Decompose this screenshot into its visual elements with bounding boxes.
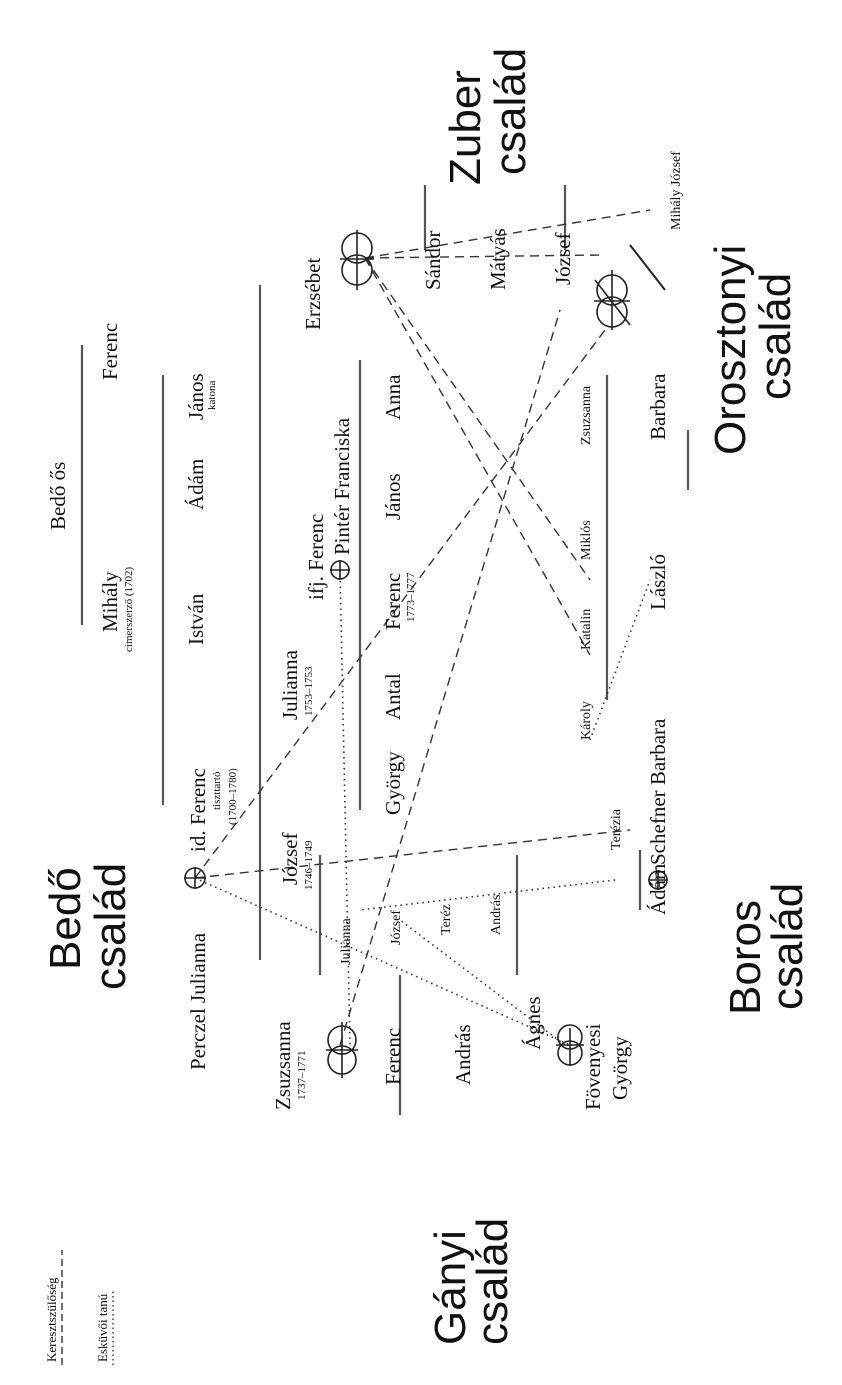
family-boros-word: család <box>763 883 812 1010</box>
name-andras-ganyi-small: András <box>489 895 504 935</box>
name-ferenc-1773: Ferenc <box>381 573 405 630</box>
name-schefner-barbara: Schefner Barbara <box>646 718 670 865</box>
link-zsuzsanna-orosztonyi <box>339 309 561 1046</box>
name-gyorgy-fovenyesi: György <box>608 1036 632 1100</box>
name-julianna-bedo-years: 1753–1753 <box>303 666 315 716</box>
sibling-bars <box>80 185 690 1115</box>
name-antal: Antal <box>381 673 405 720</box>
people: Bedő ős Mihály címerszerző (1702) Ferenc… <box>46 151 684 1110</box>
link-idferenc-zsuzsanna-or <box>194 329 606 879</box>
link-erzsebet-jozsef <box>364 254 601 259</box>
family-labels: Bedő család Gányi család Boros család Zu… <box>41 48 812 1345</box>
name-janos-bedo: János <box>381 473 405 520</box>
name-julianna-bedo: Julianna <box>278 649 302 720</box>
name-ifj-ferenc: ifj. Ferenc <box>304 514 328 600</box>
name-jozsef-bedo: József <box>278 833 302 885</box>
marriage-symbol-zsuzsanna-ferenc <box>326 1022 358 1078</box>
link-adam-boros <box>359 879 616 911</box>
name-perczel-julianna: Perczel Julianna <box>186 932 210 1070</box>
link-erzsebet-katalin <box>364 257 591 581</box>
name-janos-katona-role: katona <box>206 381 218 410</box>
family-boros-name: Boros <box>721 900 770 1015</box>
name-agnes: Ágnes <box>521 996 545 1050</box>
link-idferenc-terezia <box>194 829 631 879</box>
link-karoly-laszlo <box>589 579 651 741</box>
name-id-ferenc: id. Ferenc <box>186 768 210 852</box>
name-mihaly: Mihály <box>98 571 122 632</box>
name-id-ferenc-role: tiszttartó <box>211 771 223 810</box>
family-orosztonyi-word: család <box>751 273 800 400</box>
name-ferenc-ganyi: Ferenc <box>381 1028 405 1085</box>
marriage-symbol-ifjferenc-pinter <box>330 560 350 580</box>
family-zuber-word: család <box>486 48 535 175</box>
legend: Keresztszülőség Esküvői tanú <box>44 1250 114 1365</box>
name-terezia: Terézia <box>609 808 624 850</box>
name-sandor: Sándor <box>421 231 445 291</box>
legend-witness-label: Esküvői tanú <box>95 1293 110 1362</box>
name-matyas: Mátyás <box>486 228 510 290</box>
name-zsuzsanna: Zsuzsanna <box>271 1021 295 1110</box>
name-fovenyesi: Fövenyesi <box>581 1024 605 1110</box>
link-idferenc-fovenyesi <box>194 877 571 1046</box>
link-erzsebet-mihaly-jozsef <box>364 209 651 259</box>
name-erzsebet: Erzsébet <box>301 258 325 330</box>
name-laszlo: László <box>646 554 670 610</box>
family-bedo-name: Bedő <box>41 867 90 970</box>
witness-links <box>194 569 651 1046</box>
name-jozsef-zuber: József <box>551 233 575 285</box>
marriage-symbols <box>184 230 668 1078</box>
name-mihaly-jozsef: Mihály József <box>669 151 684 230</box>
family-zuber-name: Zuber <box>441 70 490 185</box>
name-terez: Teréz <box>439 904 454 935</box>
name-barbara: Barbara <box>646 373 670 440</box>
name-anna: Anna <box>381 374 405 420</box>
name-pinter-franciska: Pintér Franciska <box>330 417 354 555</box>
name-bedo-os: Bedő ős <box>46 462 70 530</box>
link-pinter-zsuzsanna <box>339 569 351 1046</box>
name-jozsef-ganyi: József <box>389 910 404 945</box>
marriage-symbol-adam-schefner <box>648 870 668 890</box>
name-gyorgy-bedo: György <box>381 751 405 815</box>
name-karoly: Károly <box>579 701 594 740</box>
name-adam-bedo: Ádám <box>184 459 208 510</box>
name-id-ferenc-years: (1700–1780) <box>227 768 239 825</box>
name-istvan: István <box>184 593 208 645</box>
name-miklos: Miklós <box>579 520 594 560</box>
name-mihaly-note: címerszerző (1702) <box>123 566 135 652</box>
marriage-symbol-erzsebet <box>340 230 374 290</box>
name-andras-ganyi: András <box>451 1024 475 1085</box>
legend-godparent-label: Keresztszülőség <box>44 1277 59 1362</box>
marriage-symbol-agnes-fovenyesi <box>556 1024 584 1066</box>
name-zsuzsanna-years: 1737–1771 <box>296 1051 308 1101</box>
family-ganyi-word: család <box>468 1218 517 1345</box>
name-jozsef-bedo-years: 1746–1749 <box>303 840 315 890</box>
family-ganyi-name: Gányi <box>426 1230 475 1345</box>
name-ferenc-top: Ferenc <box>98 323 122 380</box>
name-katalin: Katalin <box>579 609 594 650</box>
marriage-symbol-orosztonyi <box>594 270 631 330</box>
name-janos-katona: János <box>184 373 208 420</box>
name-julianna-ganyi: Julianna <box>339 918 354 965</box>
divorce-slash <box>629 244 666 291</box>
family-orosztonyi-name: Orosztonyi <box>706 245 755 455</box>
marriage-symbol-perczel-idferenc <box>184 867 206 889</box>
name-adam-boros: Ádám <box>646 864 670 915</box>
family-bedo-word: család <box>86 863 135 990</box>
name-ferenc-1773-years: 1773–1777 <box>405 572 417 622</box>
godparent-links <box>194 209 651 1046</box>
name-zsuzsanna-or: Zsuzsanna <box>579 385 594 445</box>
link-erzsebet-karoly <box>364 257 591 656</box>
